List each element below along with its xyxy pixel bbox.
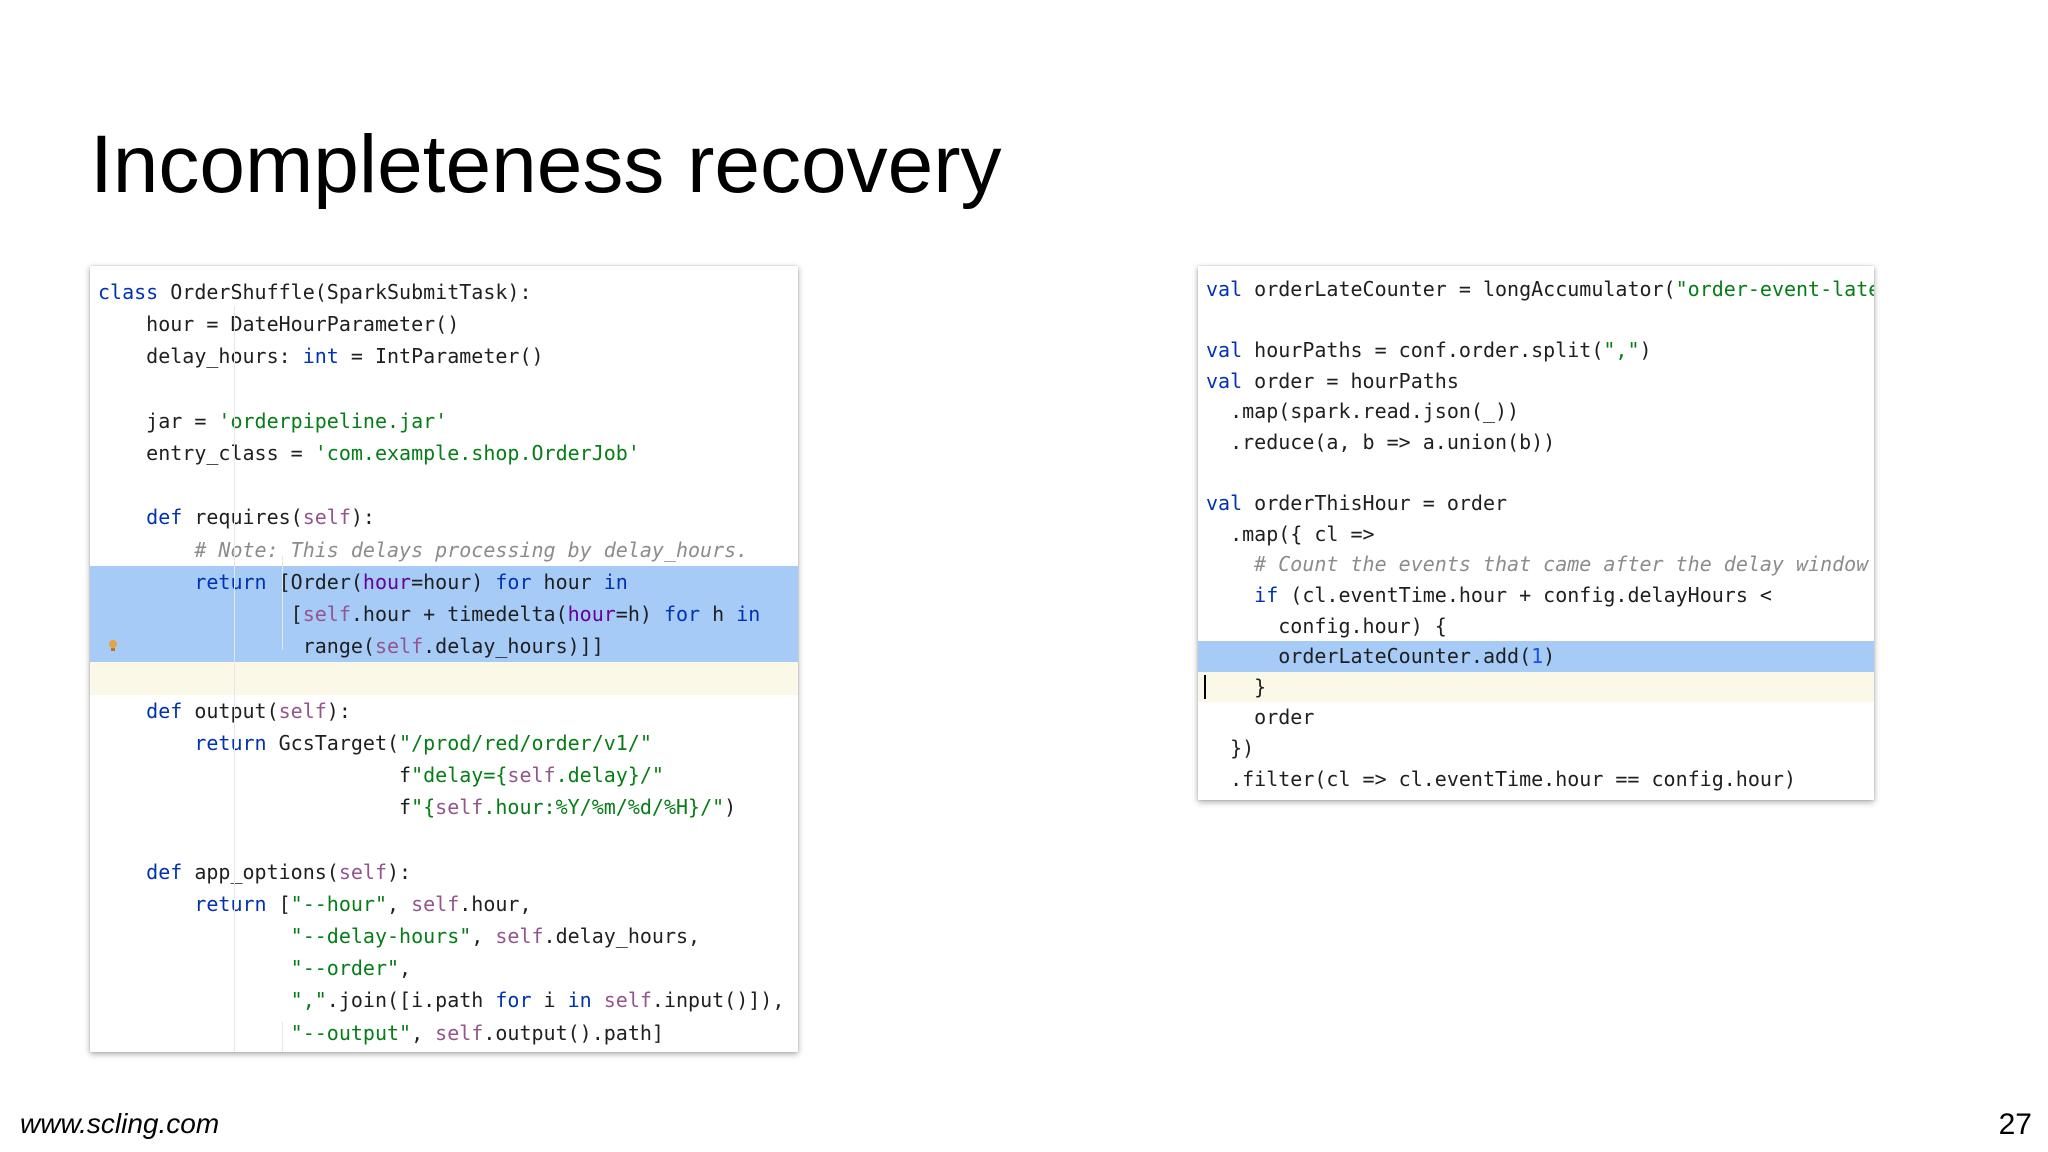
code-line[interactable]: val order = hourPaths [1206,368,1459,393]
code-line[interactable]: [self.hour + timedelta(hour=h) for h in [90,598,798,631]
code-line[interactable]: # Note: This delays processing by delay_… [194,537,749,562]
code-line[interactable]: orderLateCounter.add(1) [1198,641,1874,672]
code-line[interactable]: range(self.delay_hours)]] [90,630,798,663]
code-line[interactable]: if (cl.eventTime.hour + config.delayHour… [1254,583,1772,607]
indent-guide [282,1022,283,1052]
indent-guide [234,306,235,1052]
lightbulb-icon[interactable] [108,640,118,652]
code-line[interactable]: val orderThisHour = order [1206,491,1508,516]
page-number: 27 [1998,1108,2032,1141]
code-line[interactable]: "--order", [290,956,412,981]
code-line[interactable]: entry_class = 'com.example.shop.OrderJob… [98,441,640,465]
code-line[interactable]: .map(spark.read.json(_)) [1206,399,1520,424]
code-line[interactable]: class OrderShuffle(SparkSubmitTask): [98,280,532,304]
code-line[interactable]: .reduce(a, b => a.union(b)) [1206,430,1556,454]
code-line[interactable]: def requires(self): [146,505,375,530]
scala-code-panel: val orderLateCounter = longAccumulator("… [1198,266,1874,800]
python-code: class OrderShuffle(SparkSubmitTask): hou… [90,266,798,1052]
code-line[interactable]: val hourPaths = conf.order.split(",") [1206,338,1652,363]
code-line[interactable]: return [Order(hour=hour) for hour in [90,565,798,598]
code-line[interactable]: return GcsTarget("/prod/red/order/v1/" [194,730,652,755]
code-line[interactable]: def app_options(self): [146,859,412,884]
code-line[interactable]: f"{self.hour:%Y/%m/%d/%H}/") [98,795,737,820]
code-line[interactable]: order [1206,705,1315,730]
scala-code: val orderLateCounter = longAccumulator("… [1198,266,1874,800]
code-line[interactable]: val orderLateCounter = longAccumulator("… [1206,277,1874,301]
code-line[interactable] [90,469,798,501]
code-line[interactable]: config.hour) { [1206,613,1447,638]
code-line[interactable]: } [1198,671,1874,703]
code-line[interactable]: "--output", self.output().path] [290,1020,664,1045]
code-line[interactable]: jar = 'orderpipeline.jar' [98,408,448,433]
code-line[interactable]: # Count the events that came after the d… [1254,552,1869,577]
code-line[interactable]: hour = DateHourParameter() [98,312,460,337]
code-line[interactable]: .map({ cl => [1206,521,1375,546]
code-line[interactable]: "--delay-hours", self.delay_hours, [290,924,701,948]
code-line[interactable]: f"delay={self.delay}/" [98,763,664,787]
code-line[interactable]: }) [1206,736,1255,760]
code-line[interactable] [90,373,798,405]
code-line[interactable]: .filter(cl => cl.eventTime.hour == confi… [1206,766,1797,791]
code-line[interactable]: ",".join([i.path for i in self.input()])… [290,988,785,1013]
code-line[interactable] [90,823,798,855]
text-caret [1204,674,1206,699]
code-line[interactable]: return ["--hour", self.hour, [194,891,532,916]
footer-url[interactable]: www.scling.com [20,1108,220,1139]
python-code-panel: class OrderShuffle(SparkSubmitTask): hou… [90,266,798,1052]
indent-guide [282,556,283,650]
code-line[interactable] [1198,305,1874,336]
code-line[interactable] [1198,458,1874,489]
code-line[interactable]: def output(self): [146,698,351,723]
code-line[interactable]: delay_hours: int = IntParameter() [98,344,544,369]
code-line[interactable] [90,662,798,695]
slide-title: Incompleteness recovery [90,119,1002,210]
